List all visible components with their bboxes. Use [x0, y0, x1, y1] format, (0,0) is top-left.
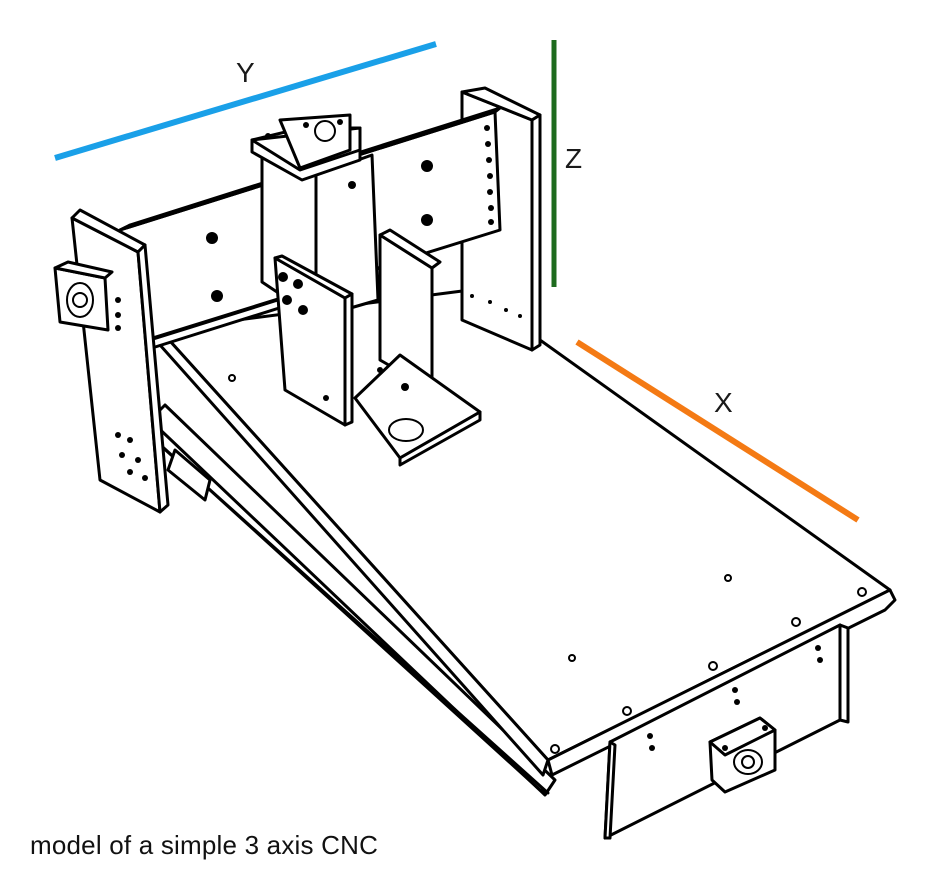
x-bearing-block — [708, 716, 777, 794]
diagram-caption: model of a simple 3 axis CNC — [30, 830, 379, 860]
y-bearing-block — [53, 260, 114, 332]
work-bracket — [353, 228, 482, 467]
x-axis-label: X — [714, 387, 733, 418]
front-end-plate — [603, 623, 850, 840]
z-axis-label: Z — [565, 143, 582, 174]
cnc-machine — [53, 86, 897, 840]
y-axis-label: Y — [236, 57, 255, 88]
y-axis-line — [54, 41, 437, 161]
spindle-mount-plate — [273, 254, 354, 427]
x-axis-line — [575, 339, 860, 523]
